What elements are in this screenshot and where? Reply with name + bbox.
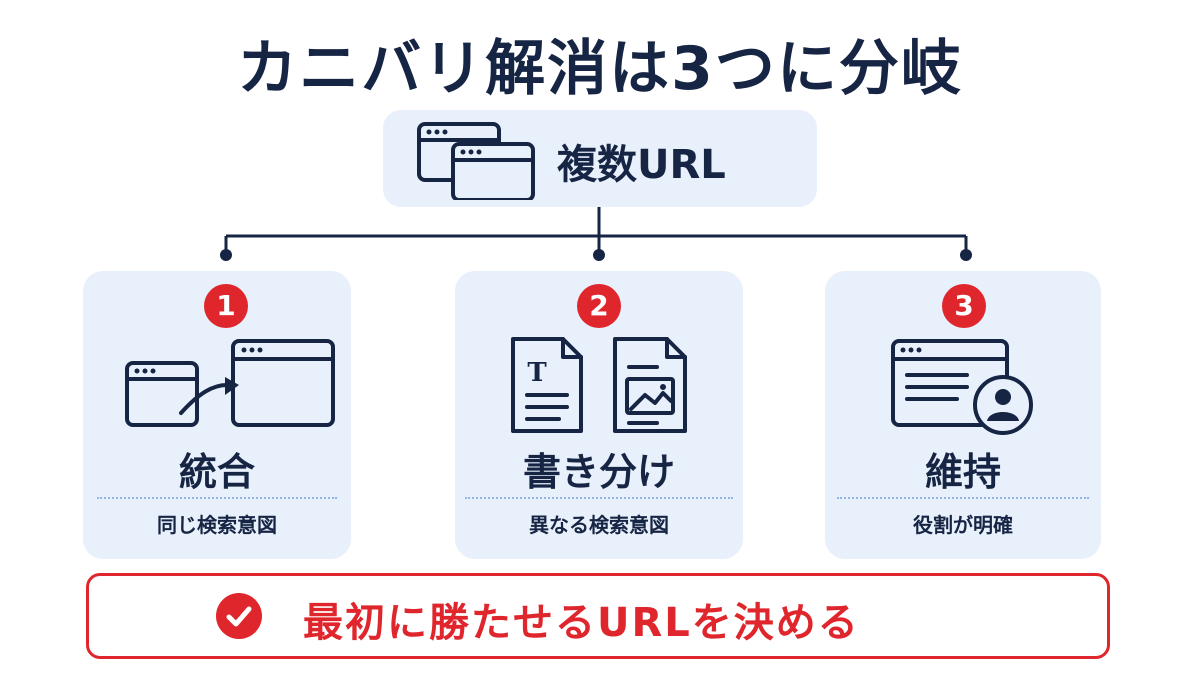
branch-card-merge: 1 統合 同じ検索意図 [83, 271, 351, 559]
two-documents-icon: T [511, 337, 687, 433]
branch-card-differentiate: 2 T 書き分け 異なる検索意図 [455, 271, 743, 559]
merge-windows-icon [125, 339, 335, 427]
branch-title: 統合 [178, 450, 255, 494]
branch-title: 維持 [924, 450, 1001, 494]
branch-divider [97, 497, 337, 499]
check-circle-icon [216, 593, 262, 639]
diagram-title: カニバリ解消は3つに分岐 [237, 34, 963, 104]
root-label: 複数URL [557, 142, 726, 188]
branch-title: 書き分け [522, 450, 675, 494]
branch-subtitle: 異なる検索意図 [529, 513, 669, 537]
key-takeaway-callout: 最初に勝たせるURLを決める [86, 573, 1110, 659]
callout-text: 最初に勝たせるURLを決める [303, 600, 860, 646]
branch-divider [837, 497, 1089, 499]
stacked-browser-windows-icon [417, 122, 535, 200]
branch-card-keep: 3 維持 役割が明確 [825, 271, 1101, 559]
window-with-user-icon [891, 339, 1033, 435]
branch-subtitle: 同じ検索意図 [157, 513, 277, 537]
svg-text:T: T [527, 358, 547, 388]
connector-node-1 [220, 249, 232, 261]
branch-subtitle: 役割が明確 [913, 513, 1013, 537]
branch-number-badge: 2 [577, 284, 621, 328]
branch-divider [465, 497, 733, 499]
connector-node-2 [593, 249, 605, 261]
branch-number-badge: 1 [204, 284, 248, 328]
branch-number-badge: 3 [942, 284, 986, 328]
root-node: 複数URL [383, 110, 817, 207]
connector-node-3 [960, 249, 972, 261]
